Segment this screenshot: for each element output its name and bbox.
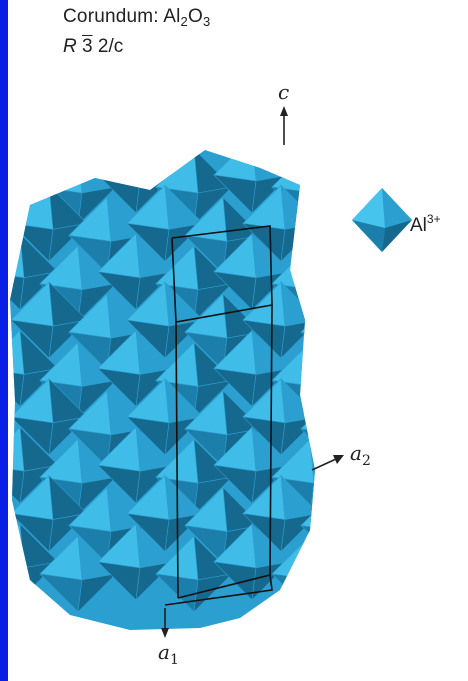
octahedron-face xyxy=(97,150,141,182)
octahedron xyxy=(126,378,204,456)
octahedron-face xyxy=(193,186,233,226)
octahedron-face xyxy=(280,281,315,327)
octahedron xyxy=(300,293,377,371)
a1-axis-label: a1 xyxy=(158,640,179,668)
octahedron-face xyxy=(48,222,88,263)
octahedron-face xyxy=(309,476,315,516)
octahedron-face xyxy=(300,196,315,242)
octahedron-face xyxy=(339,332,377,370)
octahedron-face xyxy=(339,391,377,435)
octahedron-face xyxy=(280,184,315,230)
octahedron-face xyxy=(300,390,315,436)
octahedron-face xyxy=(10,368,25,408)
octahedron-face xyxy=(309,186,315,226)
octahedron-face xyxy=(339,488,377,532)
octahedron-face xyxy=(309,379,315,420)
legend-octahedron-icon xyxy=(352,188,412,252)
octahedron-face xyxy=(164,222,204,263)
octahedron-face xyxy=(309,283,315,323)
octahedron-face xyxy=(77,186,117,226)
c-axis-arrow xyxy=(280,106,288,145)
mineral-formula-title: Corundum: Al2O3 xyxy=(63,6,211,29)
octahedron xyxy=(97,523,175,601)
octahedron-face xyxy=(339,294,377,338)
octahedron-face xyxy=(10,561,25,601)
octahedron xyxy=(126,184,204,263)
octahedron-face xyxy=(193,379,233,420)
octahedron-face xyxy=(309,341,315,387)
octahedron-face xyxy=(10,174,25,214)
octahedron-face xyxy=(10,150,25,182)
a1-axis-arrow xyxy=(161,608,169,638)
octahedron xyxy=(242,474,315,553)
octahedron-face xyxy=(300,234,315,275)
octahedron-face xyxy=(339,235,377,273)
octahedron-face xyxy=(10,233,25,279)
octahedron-face xyxy=(271,150,315,194)
al3-ion-label: Al3+ xyxy=(410,212,441,236)
octahedron-face xyxy=(10,184,54,230)
octahedron xyxy=(97,329,175,408)
octahedron xyxy=(97,426,175,504)
octahedron-face xyxy=(309,573,315,613)
octahedron-face xyxy=(77,379,117,420)
octahedron-face xyxy=(309,244,315,291)
octahedron-face xyxy=(39,150,83,194)
octahedron-face xyxy=(300,331,315,371)
octahedron-face xyxy=(193,283,233,323)
octahedron-face xyxy=(300,293,315,339)
octahedron-face xyxy=(300,525,315,565)
octahedron-face xyxy=(193,476,233,516)
octahedron-face xyxy=(77,283,117,323)
octahedron-face xyxy=(309,438,315,484)
octahedron-face xyxy=(309,535,315,581)
c-axis-label: c xyxy=(278,80,290,104)
octahedron-face xyxy=(19,150,59,182)
space-group-label: R 3 2/c xyxy=(63,36,124,57)
a2-axis-label: a2 xyxy=(350,441,371,469)
octahedron-face xyxy=(77,476,117,516)
octahedron-face xyxy=(339,526,377,564)
octahedron-face xyxy=(271,573,315,613)
unit-cell-outline xyxy=(164,225,273,606)
octahedron-face xyxy=(280,222,315,263)
octahedron-face xyxy=(77,573,117,613)
octahedron-face xyxy=(10,464,25,504)
octahedron-face xyxy=(309,150,315,194)
octahedron xyxy=(97,232,175,311)
octahedron-face xyxy=(155,150,199,194)
octahedron-face xyxy=(135,150,175,182)
octahedron-face xyxy=(193,573,233,613)
a2-axis-arrow xyxy=(311,455,344,471)
